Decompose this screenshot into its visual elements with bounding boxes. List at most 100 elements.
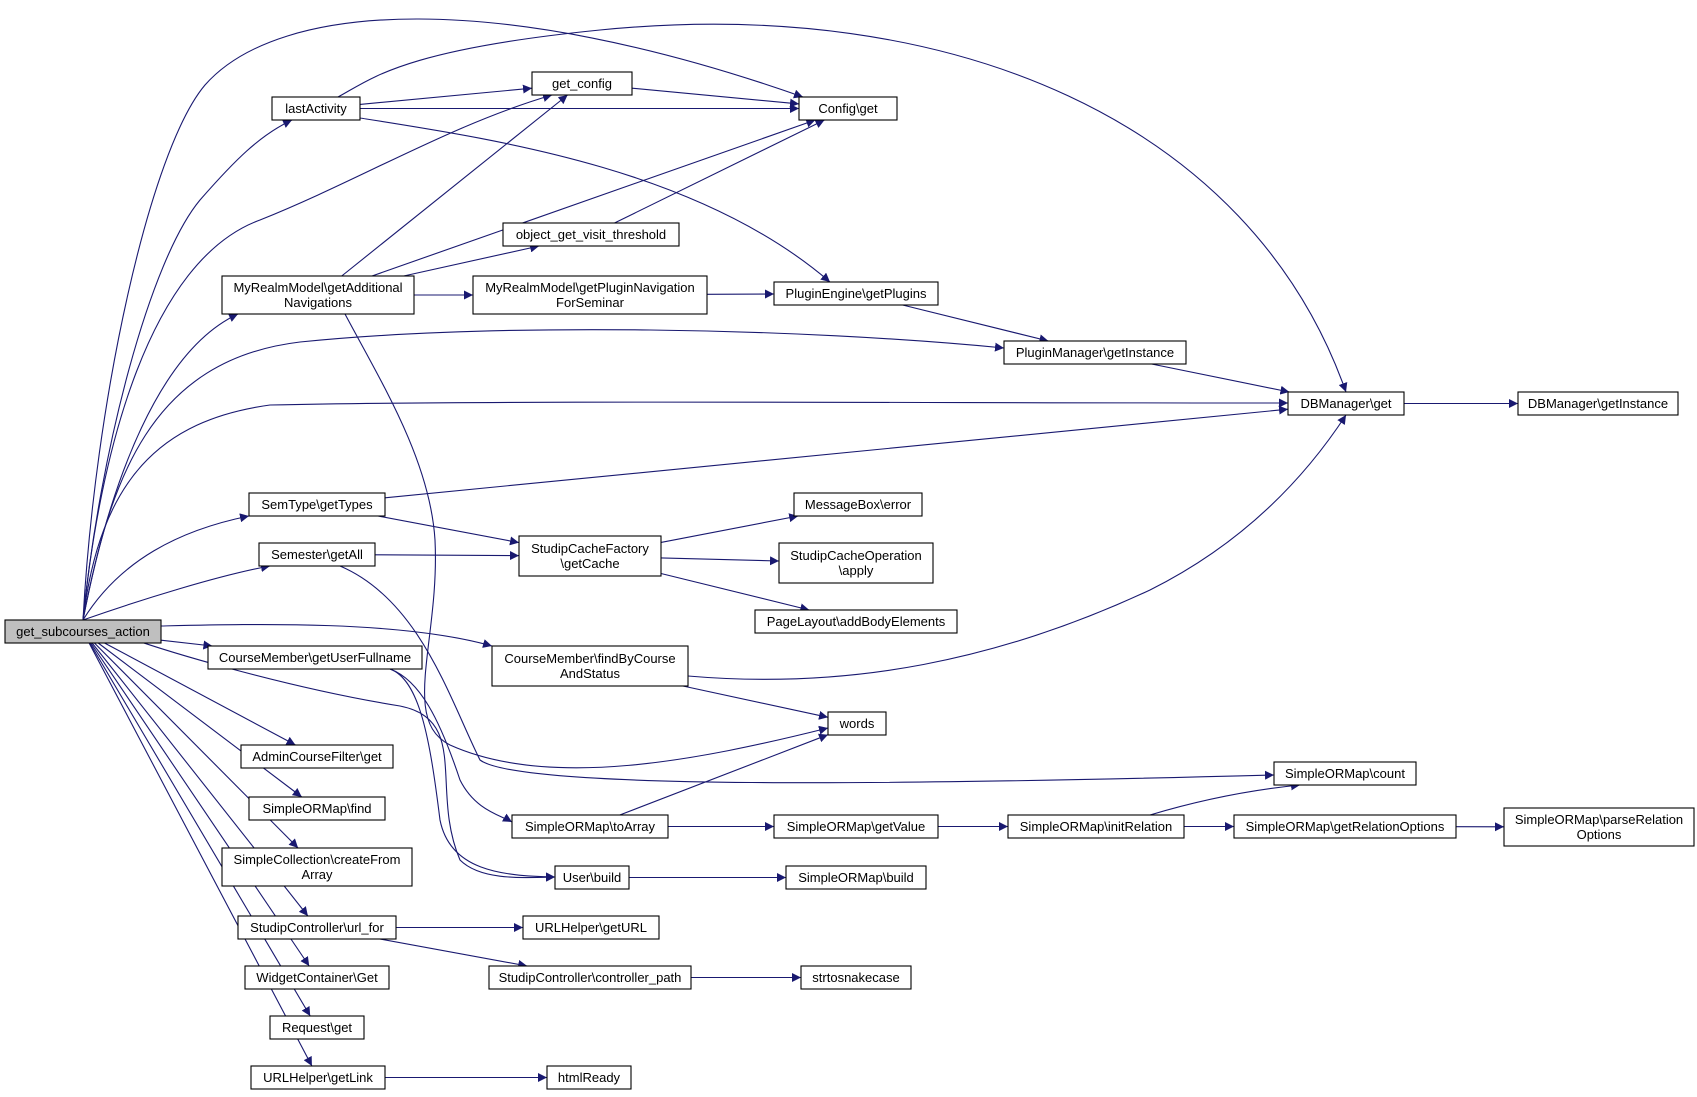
node-semtype_gettypes[interactable]: SemType\getTypes xyxy=(248,492,386,517)
node-box xyxy=(1007,814,1185,839)
node-strtosnakecase[interactable]: strtosnakecase xyxy=(800,965,912,990)
edge-studipcachefactory_getcache-to-messagebox_error xyxy=(660,513,799,543)
node-box xyxy=(1273,761,1417,786)
node-box xyxy=(754,609,958,634)
node-widgetcontainer_get[interactable]: WidgetContainer\Get xyxy=(244,965,390,990)
edge-root-to-widgetcontainer_get xyxy=(90,642,310,967)
node-simpleormap_getvalue[interactable]: SimpleORMap\getValue xyxy=(773,814,939,839)
node-dbmanager_getinstance[interactable]: DBManager\getInstance xyxy=(1517,391,1679,416)
node-messagebox_error[interactable]: MessageBox\error xyxy=(793,492,923,517)
node-box xyxy=(1233,814,1457,839)
node-simpleormap_initrelation[interactable]: SimpleORMap\initRelation xyxy=(1007,814,1185,839)
node-label: words xyxy=(839,716,875,731)
node-box xyxy=(491,645,689,687)
node-words[interactable]: words xyxy=(827,711,887,736)
node-box xyxy=(518,535,662,577)
node-root[interactable]: get_subcourses_action xyxy=(4,619,162,644)
node-label: Array xyxy=(301,867,333,882)
node-label: StudipCacheOperation xyxy=(790,548,922,563)
node-box xyxy=(554,865,630,890)
edge-simpleormap_toarray-to-words xyxy=(619,733,829,816)
edge-pluginmanager_getinstance-to-dbmanager_get xyxy=(1151,363,1290,395)
edge-coursemember_findbycourseandstatus-to-dbmanager_get xyxy=(687,414,1347,680)
node-box xyxy=(773,281,939,306)
edge-root-to-config_get xyxy=(82,18,804,621)
node-label: StudipCacheFactory xyxy=(531,541,649,556)
node-object_get_visit_threshold[interactable]: object_get_visit_threshold xyxy=(502,222,680,247)
node-pluginmanager_getinstance[interactable]: PluginManager\getInstance xyxy=(1003,340,1187,365)
node-get_config[interactable]: get_config xyxy=(531,71,633,96)
node-label: AndStatus xyxy=(560,666,620,681)
node-label: \getCache xyxy=(560,556,619,571)
node-simpleormap_toarray[interactable]: SimpleORMap\toArray xyxy=(511,814,669,839)
node-dbmanager_get[interactable]: DBManager\get xyxy=(1287,391,1405,416)
node-studipcachefactory_getcache[interactable]: StudipCacheFactory\getCache xyxy=(518,535,662,577)
node-label: lastActivity xyxy=(285,101,347,116)
node-box xyxy=(248,796,386,821)
node-label: Config\get xyxy=(818,101,878,116)
node-urlhelper_getlink[interactable]: URLHelper\getLink xyxy=(250,1065,386,1090)
edge-root-to-urlhelper_getlink xyxy=(88,642,313,1067)
node-label: SimpleORMap\parseRelation xyxy=(1515,812,1683,827)
node-label: PageLayout\addBodyElements xyxy=(767,614,946,629)
node-user_build[interactable]: User\build xyxy=(554,865,630,890)
node-box xyxy=(4,619,162,644)
node-simpleormap_getrelationoptions[interactable]: SimpleORMap\getRelationOptions xyxy=(1233,814,1457,839)
node-label: DBManager\getInstance xyxy=(1528,396,1668,411)
node-label: get_config xyxy=(552,76,612,91)
node-box xyxy=(798,96,898,121)
node-label: DBManager\get xyxy=(1300,396,1391,411)
node-box xyxy=(1503,807,1695,847)
node-lastActivity[interactable]: lastActivity xyxy=(271,96,361,121)
node-htmlready[interactable]: htmlReady xyxy=(546,1065,632,1090)
edge-lastActivity-to-dbmanager_get xyxy=(337,23,1348,393)
node-label: SimpleORMap\initRelation xyxy=(1020,819,1172,834)
node-label: AdminCourseFilter\get xyxy=(252,749,382,764)
node-label: ForSeminar xyxy=(556,295,625,310)
node-pagelayout_addbodyelements[interactable]: PageLayout\addBodyElements xyxy=(754,609,958,634)
edge-pluginengine_getplugins-to-pluginmanager_getinstance xyxy=(902,304,1049,344)
node-config_get[interactable]: Config\get xyxy=(798,96,898,121)
node-box xyxy=(221,847,413,887)
node-box xyxy=(778,542,934,584)
edge-lastActivity-to-get_config xyxy=(359,84,533,105)
node-box xyxy=(522,915,660,940)
node-simpleormap_count[interactable]: SimpleORMap\count xyxy=(1273,761,1417,786)
edge-root-to-semtype_gettypes xyxy=(82,513,250,621)
node-studipcontroller_controller_path[interactable]: StudipController\controller_path xyxy=(488,965,692,990)
edge-root-to-pluginmanager_getinstance xyxy=(82,329,1005,621)
edge-semtype_gettypes-to-dbmanager_get xyxy=(384,405,1289,499)
node-box xyxy=(1287,391,1405,416)
edge-semtype_gettypes-to-studipcachefactory_getcache xyxy=(377,515,520,546)
node-pluginengine_getplugins[interactable]: PluginEngine\getPlugins xyxy=(773,281,939,306)
node-box xyxy=(1517,391,1679,416)
node-label: MyRealmModel\getPluginNavigation xyxy=(485,280,695,295)
node-label: Request\get xyxy=(282,1020,352,1035)
node-semester_getall[interactable]: Semester\getAll xyxy=(258,542,376,567)
node-box xyxy=(207,645,423,670)
node-urlhelper_geturl[interactable]: URLHelper\getURL xyxy=(522,915,660,940)
edge-root-to-coursemember_findbycourseandstatus xyxy=(160,623,493,648)
edge-root-to-user_build xyxy=(82,619,556,882)
node-studipcacheoperation_apply[interactable]: StudipCacheOperation\apply xyxy=(778,542,934,584)
node-coursemember_getuserfullname[interactable]: CourseMember\getUserFullname xyxy=(207,645,423,670)
node-box xyxy=(237,915,397,940)
node-box xyxy=(244,965,390,990)
edge-get_config-to-config_get xyxy=(631,87,800,108)
edge-root-to-semester_getall xyxy=(82,563,271,621)
node-label: WidgetContainer\Get xyxy=(256,970,378,985)
node-simpleormap_build[interactable]: SimpleORMap\build xyxy=(785,865,927,890)
node-box xyxy=(785,865,927,890)
node-request_get[interactable]: Request\get xyxy=(269,1015,365,1040)
node-studipcontroller_url_for[interactable]: StudipController\url_for xyxy=(237,915,397,940)
node-myrealm_pluginnav[interactable]: MyRealmModel\getPluginNavigationForSemin… xyxy=(472,275,708,315)
edge-root-to-dbmanager_get xyxy=(82,398,1289,621)
node-admincoursefilter_get[interactable]: AdminCourseFilter\get xyxy=(240,744,394,769)
node-box xyxy=(250,1065,386,1090)
node-simpleormap_find[interactable]: SimpleORMap\find xyxy=(248,796,386,821)
node-label: SimpleCollection\createFrom xyxy=(234,852,401,867)
